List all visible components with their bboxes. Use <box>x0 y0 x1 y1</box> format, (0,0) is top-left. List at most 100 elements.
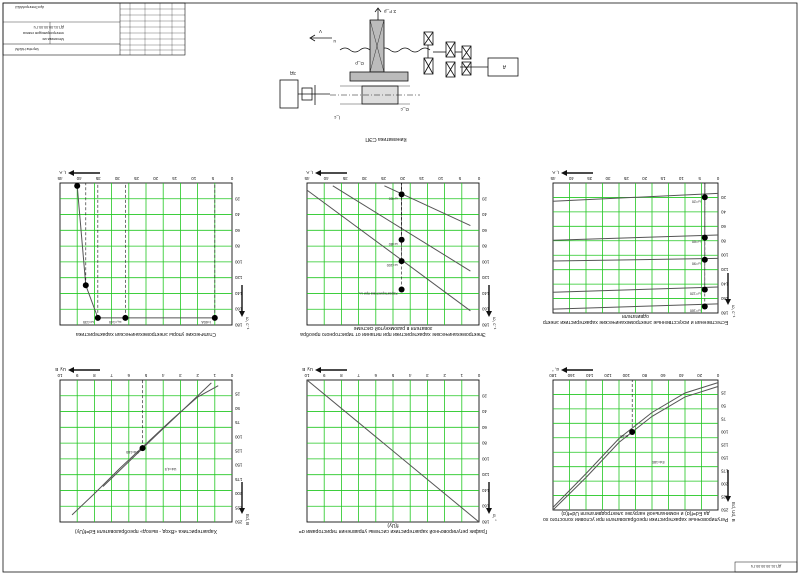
series-line <box>552 286 719 293</box>
y-tick-label: 180 <box>720 311 728 316</box>
y-tick-label: 120 <box>720 267 728 272</box>
x-tick-label: 5 <box>391 373 394 378</box>
y-tick-label: 100 <box>234 259 242 264</box>
series-line <box>306 189 471 312</box>
x-tick-label: 4 <box>408 373 411 378</box>
chart-title-line-2: f(Uу) <box>387 522 399 528</box>
y-tick-label: 100 <box>720 253 728 258</box>
y-tick-label: 80 <box>481 244 486 249</box>
y-tick-label: 150 <box>720 456 728 461</box>
y-axis-label: Ed, Ud, В <box>731 502 736 522</box>
x-tick-label: 5 <box>698 176 701 181</box>
stamp-doc-code: ДП.01.00.00.00.ГЧ <box>33 25 64 29</box>
series-line <box>102 382 212 487</box>
x-tick-label: 15 <box>660 176 665 181</box>
chart-title: Характеристика «Вход - выход» преобразов… <box>75 528 217 534</box>
stamp-org: АрхЭлектроМАШ <box>15 5 44 9</box>
marker-label: ω=60 <box>692 240 701 244</box>
x-tick-label: 40 <box>323 176 328 181</box>
y-tick-label: 100 <box>481 259 489 264</box>
y-tick-label: 60 <box>720 224 725 229</box>
x-tick-label: 120 <box>604 373 612 378</box>
x-tick-label: 2 <box>443 373 446 378</box>
series-line <box>552 303 719 310</box>
data-point <box>398 191 405 198</box>
chart-title-line-2: зователя в разомкнутой системе <box>354 325 433 332</box>
chart-ch3: 0510152025303540452040608010012014016018… <box>543 170 736 325</box>
y-tick-label: 75 <box>720 417 725 422</box>
kinematic-labels: Σ F_р V u G_р G_с Д l_с ЗД Кинематика СЭ… <box>289 9 506 142</box>
y-tick-label: 125 <box>720 443 728 448</box>
marker-label: α=60 <box>620 434 628 438</box>
marker-label: ω=20 <box>692 199 701 203</box>
x-tick-label: 80 <box>642 373 647 378</box>
label-gp: G_р <box>355 61 364 66</box>
y-tick-label: 120 <box>234 275 242 280</box>
y-tick-label: 140 <box>234 291 242 296</box>
y-tick-label: 250 <box>234 520 242 525</box>
y-axis-label: α, ° <box>492 514 497 521</box>
marker-label: ω=120 <box>690 292 701 296</box>
y-tick-label: 50 <box>234 406 239 411</box>
x-tick-label: 6 <box>127 373 130 378</box>
y-axis-arrowhead <box>725 496 731 502</box>
chart-ch6: 0204060801001201401601802550751001251501… <box>543 367 736 522</box>
x-tick-label: 40 <box>568 176 573 181</box>
y-tick-label: 100 <box>234 434 242 439</box>
y-axis-arrowhead <box>486 508 492 514</box>
x-axis-label: I, A <box>551 170 559 175</box>
x-tick-label: 7 <box>357 373 360 378</box>
y-tick-label: 160 <box>720 296 728 301</box>
x-tick-label: 40 <box>678 373 683 378</box>
stamp-title-line-1: Механика мс <box>42 37 64 41</box>
y-tick-label: 80 <box>720 238 725 243</box>
chart-title: График регулировочной характеристики сис… <box>299 528 488 535</box>
data-point <box>701 303 708 310</box>
x-tick-label: 2 <box>196 373 199 378</box>
x-tick-label: 180 <box>549 373 557 378</box>
chart-title-line-2: да Ed=f(α) и номинальной нагрузке электр… <box>561 510 709 517</box>
x-tick-label: 8 <box>93 373 96 378</box>
x-axis-arrowhead <box>68 170 74 176</box>
y-axis-arrowhead <box>486 311 492 317</box>
y-tick-label: 200 <box>720 482 728 487</box>
series-line <box>552 234 719 241</box>
y-tick-label: 20 <box>481 196 486 201</box>
chart-ch1: 0510152025303540452040608010012014016018… <box>57 170 250 337</box>
marker-label: ω=60 <box>389 196 398 200</box>
x-tick-label: 15 <box>172 176 177 181</box>
data-point <box>211 314 218 321</box>
y-tick-label: 180 <box>481 323 489 328</box>
data-point <box>398 236 405 243</box>
y-tick-label: 120 <box>481 472 489 477</box>
x-tick-label: 5 <box>458 176 461 181</box>
y-tick-label: 160 <box>481 307 489 312</box>
x-tick-label: 30 <box>605 176 610 181</box>
marker-label: Ed=180 <box>652 460 665 464</box>
x-tick-label: 35 <box>342 176 347 181</box>
x-axis-label: I, A <box>58 170 66 175</box>
x-axis-label: Uу, В <box>55 367 66 372</box>
y-tick-label: 100 <box>481 456 489 461</box>
chart-title: Статические упоры электромеханическая ха… <box>76 331 216 337</box>
marker-label: Ud=4,5 <box>165 467 177 471</box>
x-tick-label: 20 <box>697 373 702 378</box>
label-tb: ЗД <box>289 71 296 76</box>
series-line <box>552 382 719 508</box>
x-tick-label: 7 <box>110 373 113 378</box>
y-tick-label: 180 <box>234 323 242 328</box>
kinematic-scheme <box>279 7 519 109</box>
y-axis-arrowhead <box>239 311 245 317</box>
y-tick-label: 225 <box>720 495 728 500</box>
marker-label: ω=80 <box>389 242 398 246</box>
y-tick-label: 20 <box>481 393 486 398</box>
x-tick-label: 40 <box>76 176 81 181</box>
y-tick-label: 150 <box>234 463 242 468</box>
series-line <box>384 185 471 227</box>
x-tick-label: 0 <box>716 176 719 181</box>
x-tick-label: 0 <box>230 373 233 378</box>
y-tick-label: 20 <box>720 195 725 200</box>
chart-title-line-2: одвигателя <box>622 313 649 319</box>
y-tick-label: 100 <box>720 430 728 435</box>
y-tick-label: 175 <box>720 469 728 474</box>
